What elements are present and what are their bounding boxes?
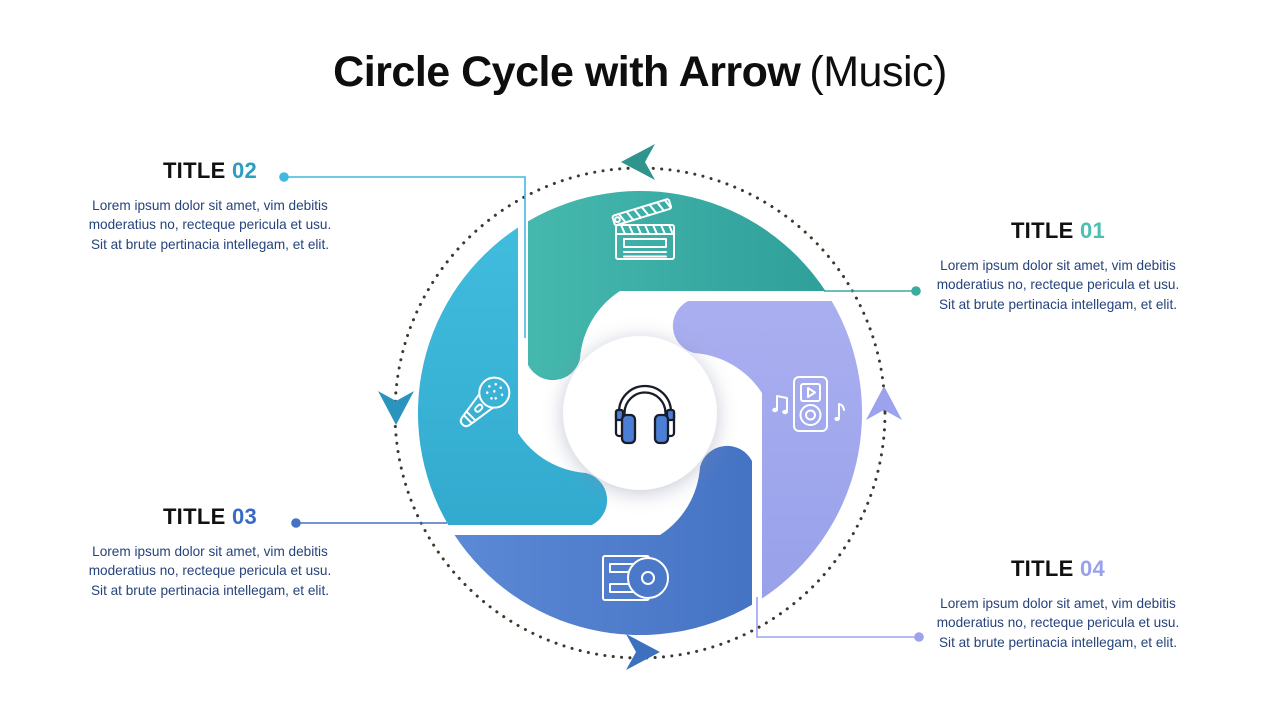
body-line: Lorem ipsum dolor sit amet, vim debitis [940,258,1176,273]
headphones-icon [614,384,676,445]
cd-icon [602,555,669,601]
item-03-number: 03 [231,504,258,529]
item-01-label: TITLE [1010,218,1074,243]
body-line: Sit at brute pertinacia intellegam, et e… [90,236,330,252]
slide-title-main: Circle Cycle with Arrow [333,48,801,96]
item-04-body: Lorem ipsum dolor sit amet, vim debitis … [922,594,1194,652]
connector-dot-04 [914,632,924,642]
body-line: moderatius no, recteque pericula et usu. [88,217,332,233]
connector-title-04 [756,597,924,642]
connector-dot-01 [911,286,921,296]
connector-title-02 [279,172,526,338]
body-line: Sit at brute pertinacia intellegam, et e… [938,296,1178,312]
body-line: moderatius no, recteque pericula et usu. [936,615,1180,631]
slide-title: Circle Cycle with Arrow(Music) [0,48,1280,97]
item-02-label: TITLE [162,158,226,183]
connector-dot-03 [291,518,301,528]
body-line: moderatius no, recteque pericula et usu. [88,563,332,579]
item-01-body: Lorem ipsum dolor sit amet, vim debitis … [922,256,1194,314]
connector-title-03 [291,518,447,528]
body-line: Sit at brute pertinacia intellegam, et e… [938,634,1178,650]
arrow-top-left-icon [621,144,655,180]
item-03-label: TITLE [162,504,226,529]
arrow-bottom-right-icon [626,634,660,670]
item-03-body: Lorem ipsum dolor sit amet, vim debitis … [74,542,346,600]
item-02-heading: TITLE 02 [74,158,346,184]
music-player-icon [772,376,845,432]
item-03-heading: TITLE 03 [74,504,346,530]
arrow-right-up-icon [866,386,902,420]
item-title-04: TITLE 04 Lorem ipsum dolor sit amet, vim… [922,556,1194,652]
dotted-ring [393,166,887,660]
item-01-number: 01 [1079,218,1106,243]
item-04-heading: TITLE 04 [922,556,1194,582]
clapperboard-icon [611,198,675,260]
body-line: Lorem ipsum dolor sit amet, vim debitis [940,596,1176,611]
body-line: Lorem ipsum dolor sit amet, vim debitis [92,198,328,213]
item-02-number: 02 [231,158,258,183]
item-04-number: 04 [1079,556,1106,581]
connector-title-01 [824,286,921,296]
body-line: moderatius no, recteque pericula et usu. [936,277,1180,293]
connector-dot-02 [279,172,289,182]
body-line: Lorem ipsum dolor sit amet, vim debitis [92,544,328,559]
body-line: Sit at brute pertinacia intellegam, et e… [90,582,330,598]
item-title-03: TITLE 03 Lorem ipsum dolor sit amet, vim… [74,504,346,600]
pinwheel [417,190,863,636]
item-title-02: TITLE 02 Lorem ipsum dolor sit amet, vim… [74,158,346,254]
center-circle [563,336,717,490]
slide-title-suffix: (Music) [809,48,947,96]
item-01-heading: TITLE 01 [922,218,1194,244]
arrow-left-down-icon [378,391,414,425]
item-04-label: TITLE [1010,556,1074,581]
microphone-icon [459,376,511,428]
item-title-01: TITLE 01 Lorem ipsum dolor sit amet, vim… [922,218,1194,314]
item-02-body: Lorem ipsum dolor sit amet, vim debitis … [74,196,346,254]
